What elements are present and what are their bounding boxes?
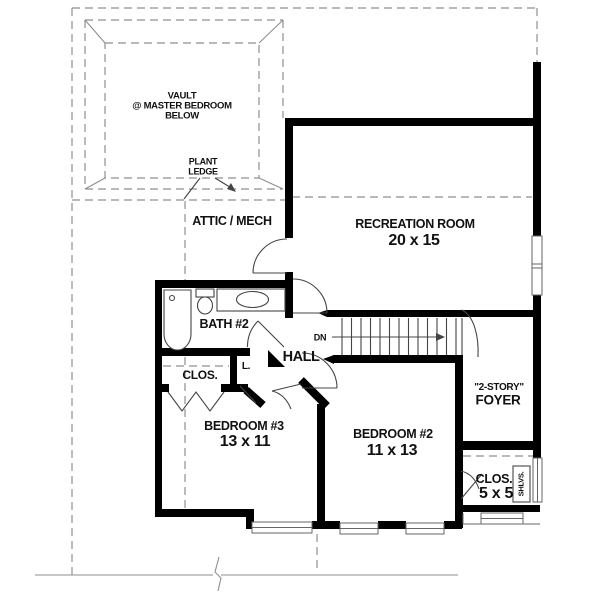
attic-door-swing [252,238,288,274]
vault-label-line1: VAULT [167,90,197,102]
vault-label-line2: @ MASTER BEDROOM [132,100,232,112]
bath-label: BATH #2 [199,316,249,331]
bathtub-drain [168,294,176,302]
linen-divider-wall [230,352,237,388]
bottom-wall-seg1 [312,521,340,529]
stair-direction-arrowhead [436,333,445,341]
bath-fixtures [163,288,286,351]
closet-hall-bottom-wall [455,505,540,512]
bottom-wall-jog [246,509,254,529]
closet-hall-dims: 5 x 5 [478,485,514,502]
bedroom2-label: BEDROOM #2 [353,426,433,441]
dashed-outlines [71,7,538,575]
closet-window-steps [462,513,540,525]
recreation-window-ticks [532,263,542,269]
recreation-door-swing [292,278,328,314]
recreation-left-wall-lower [285,272,293,318]
stair-top-wall [327,310,540,317]
diagonal-walls [243,377,330,409]
foyer-bottom-wall [455,441,540,450]
closet-bed3-wall-stub-right [221,384,248,392]
bedroom3-door-swing [271,383,302,410]
bedroom2-door-swing [301,352,338,389]
staircase [332,309,479,358]
plant-ledge-label-line1: PLANT [188,156,218,167]
stair-down-label: DN [313,332,327,343]
hall-diagonal-wall-left [243,387,266,408]
right-wall-upper [533,62,541,236]
bedroom-divider-wall [317,404,325,522]
door-swings [167,238,483,500]
bottom-wall-seg3 [444,521,462,529]
stair-rail-curve [461,309,479,358]
bath-door-swing [246,320,285,348]
closet-bed3-wall-stub-left [155,384,169,392]
toilet-tank [195,288,215,298]
hall-wall-wedge [268,350,285,367]
left-exterior-wall [155,280,162,517]
windows [251,235,543,535]
toilet-bowl [196,296,214,315]
foyer-tag-label: "2-STORY" [474,382,524,393]
stair-bottom-wall [333,355,463,363]
bathtub [163,289,192,351]
bath-bottom-wall [155,348,250,356]
leader-line-left [183,177,201,200]
master-bedroom-below-outline [84,19,284,190]
closet-bed3-bifold-doors [167,391,225,412]
bedroom2-dims: 11 x 13 [366,442,418,459]
linen-closet-label: L. [241,361,251,372]
shelves-label: SHLVS. [516,471,526,497]
plant-ledge-leaders [183,177,236,200]
right-wall-mid [533,295,541,458]
linen-door-leaf [239,385,257,404]
shelves-box [512,465,531,503]
break-symbol [214,556,222,592]
recreation-left-wall-upper [285,118,293,238]
construction-lines [35,19,458,592]
foyer-label: FOYER [475,392,521,408]
closet-hall-door-swing [460,470,483,500]
walls [155,62,541,529]
bedroom3-bottom-wall [155,509,253,517]
recreation-room-label: RECREATION ROOM [355,216,475,231]
closet-hall-label: CLOS. [475,471,513,486]
recreation-room-dims: 20 x 15 [388,232,440,249]
recreation-window [531,235,543,296]
attic-label: ATTIC / MECH [192,213,272,228]
bedroom3-dims: 13 x 11 [219,433,271,450]
vault-corner-diagonals [84,19,284,190]
hall-label: HALL [282,348,320,365]
stair-wall-wedge [323,355,334,364]
shelving [512,465,531,503]
bottom-wall-seg2 [378,521,406,529]
vanity-sink [235,290,270,309]
recreation-top-wall [285,118,540,126]
hall-diagonal-wall-right [298,377,330,409]
vault-label-line3: BELOW [165,110,199,122]
bath-top-wall [155,280,293,288]
bedroom3-label: BEDROOM #3 [204,418,284,433]
closet-bed3-label: CLOS. [182,368,218,382]
leader-arrowhead [227,183,236,192]
plant-ledge-label-line2: LEDGE [188,166,218,177]
